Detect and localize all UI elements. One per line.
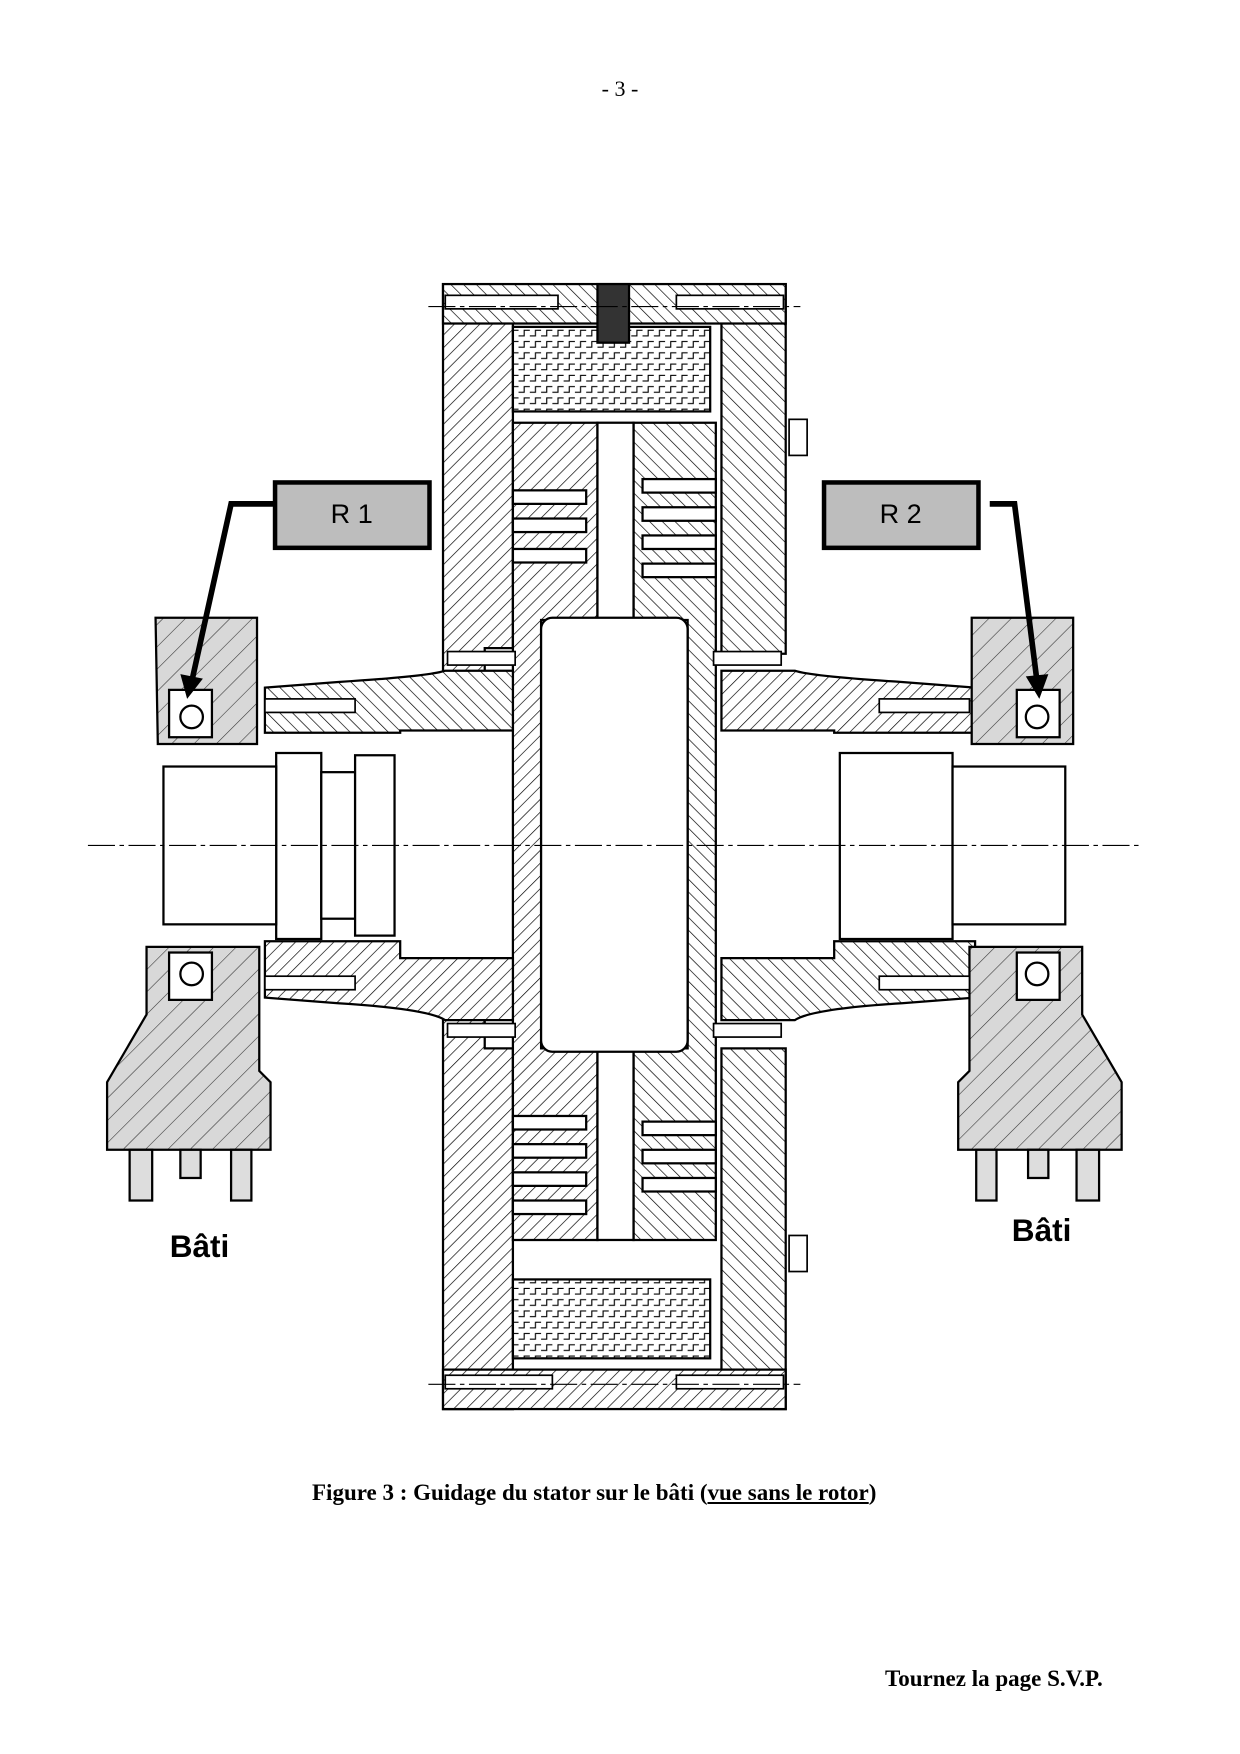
caption-underlined: vue sans le rotor [707, 1480, 869, 1505]
label-r1-box: R 1 [272, 480, 432, 551]
label-bati-left: Bâti [170, 1228, 230, 1264]
caption-suffix: ) [868, 1480, 877, 1505]
footer-turn-page: Tournez la page S.V.P. [885, 1666, 1103, 1691]
coil-bottom [511, 1278, 712, 1360]
stator-left-plate [441, 282, 515, 678]
arrow-r1 [188, 501, 276, 683]
figure-caption: Figure 3 : Guidage du stator sur le bâti… [312, 1480, 876, 1506]
label-r1: R 1 [331, 499, 373, 529]
arrow-r2 [989, 501, 1040, 683]
label-r2: R 2 [880, 499, 922, 529]
right-hub [720, 669, 977, 734]
left-hub [263, 669, 515, 734]
page-number: - 3 - [601, 76, 639, 101]
caption-text: Figure 3 : Guidage du stator sur le bâti… [312, 1480, 708, 1505]
label-r2-box: R 2 [821, 480, 981, 551]
label-bati-right: Bâti [1012, 1212, 1072, 1248]
